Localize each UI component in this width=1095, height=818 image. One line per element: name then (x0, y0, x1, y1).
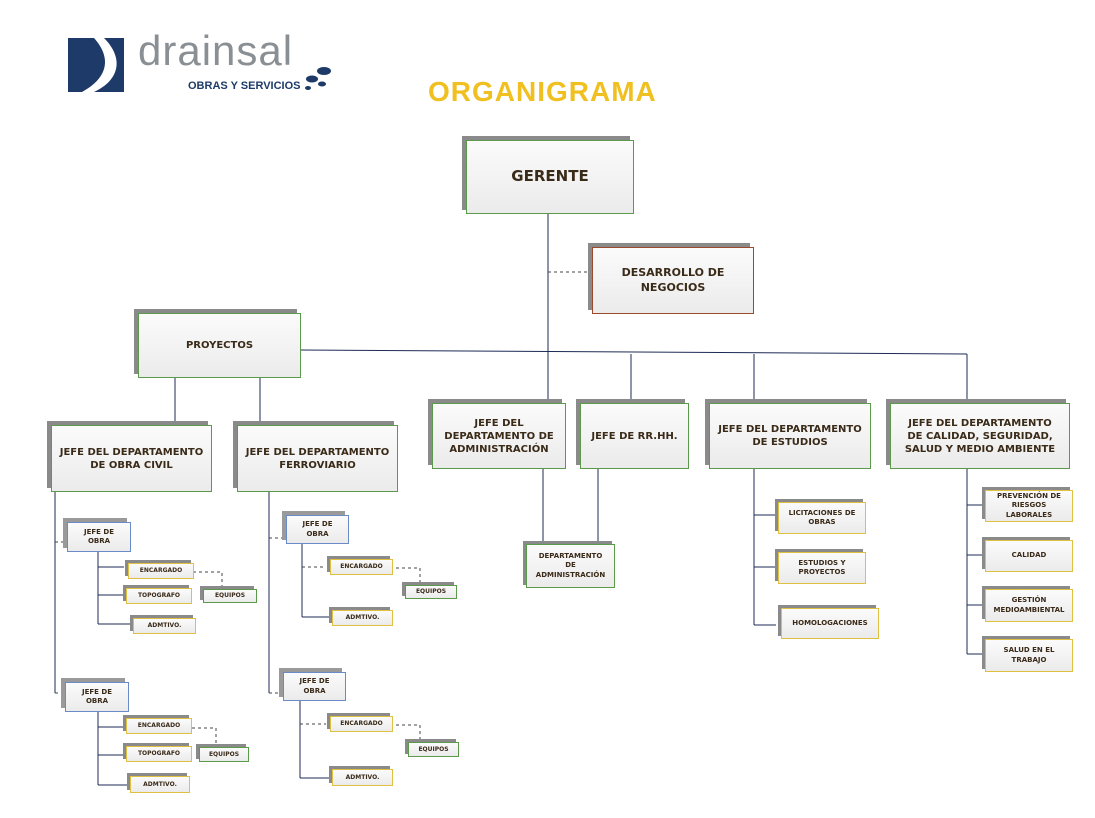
node-jefe-obra: JEFE DE OBRA (67, 522, 131, 552)
node-equipos: EQUIPOS (405, 585, 457, 599)
page-title: ORGANIGRAMA (428, 76, 657, 107)
node-jefe-estudios: JEFE DEL DEPARTAMENTO DE ESTUDIOS (709, 403, 871, 469)
logo-dots-icon (305, 67, 331, 90)
node-estudios-proyectos: ESTUDIOS Y PROYECTOS (778, 552, 866, 584)
node-gerente: GERENTE (466, 140, 634, 214)
node-jefe-rrhh: JEFE DE RR.HH. (580, 403, 689, 469)
node-gestion-medioambiental: GESTIÓN MEDIOAMBIENTAL (985, 589, 1073, 622)
node-jefe-administracion: JEFE DEL DEPARTAMENTO DE ADMINISTRACIÓN (432, 403, 566, 469)
node-licitaciones: LICITACIONES DE OBRAS (778, 502, 866, 534)
node-equipos: EQUIPOS (203, 589, 257, 603)
drainsal-logo-mark (68, 38, 124, 92)
node-calidad: CALIDAD (985, 540, 1073, 572)
node-admtivo: ADMTIVO. (130, 776, 190, 793)
node-equipos: EQUIPOS (199, 747, 249, 762)
node-salud-trabajo: SALUD EN EL TRABAJO (985, 639, 1073, 672)
node-desarrollo-negocios: DESARROLLO DE NEGOCIOS (592, 247, 754, 314)
node-admtivo: ADMTIVO. (332, 610, 393, 626)
node-jefe-obra: JEFE DE OBRA (65, 682, 129, 712)
node-jefe-ferroviario: JEFE DEL DEPARTAMENTO FERROVIARIO (237, 425, 398, 492)
node-departamento-administracion: DEPARTAMENTO DE ADMINISTRACIÓN (526, 544, 615, 588)
node-encargado: ENCARGADO (330, 559, 393, 575)
node-proyectos: PROYECTOS (138, 313, 301, 378)
node-jefe-calidad: JEFE DEL DEPARTAMENTO DE CALIDAD, SEGURI… (890, 403, 1070, 469)
node-prevencion-riesgos: PREVENCIÓN DE RIESGOS LABORALES (985, 490, 1073, 522)
node-jefe-obra: JEFE DE OBRA (286, 515, 349, 544)
node-equipos: EQUIPOS (408, 742, 459, 757)
node-jefe-obra-civil: JEFE DEL DEPARTAMENTO DE OBRA CIVIL (51, 425, 212, 492)
node-admtivo: ADMTIVO. (133, 618, 196, 634)
node-homologaciones: HOMOLOGACIONES (781, 608, 879, 639)
logo-wordmark: drainsal (138, 27, 294, 74)
node-topografo: TOPOGRAFO (126, 588, 192, 604)
node-jefe-obra: JEFE DE OBRA (283, 672, 346, 701)
node-encargado: ENCARGADO (128, 563, 194, 579)
node-admtivo: ADMTIVO. (332, 769, 393, 786)
node-encargado: ENCARGADO (330, 716, 393, 732)
logo-tagline: OBRAS Y SERVICIOS (188, 80, 301, 92)
node-encargado: ENCARGADO (126, 718, 192, 734)
node-topografo: TOPOGRAFO (126, 746, 192, 762)
